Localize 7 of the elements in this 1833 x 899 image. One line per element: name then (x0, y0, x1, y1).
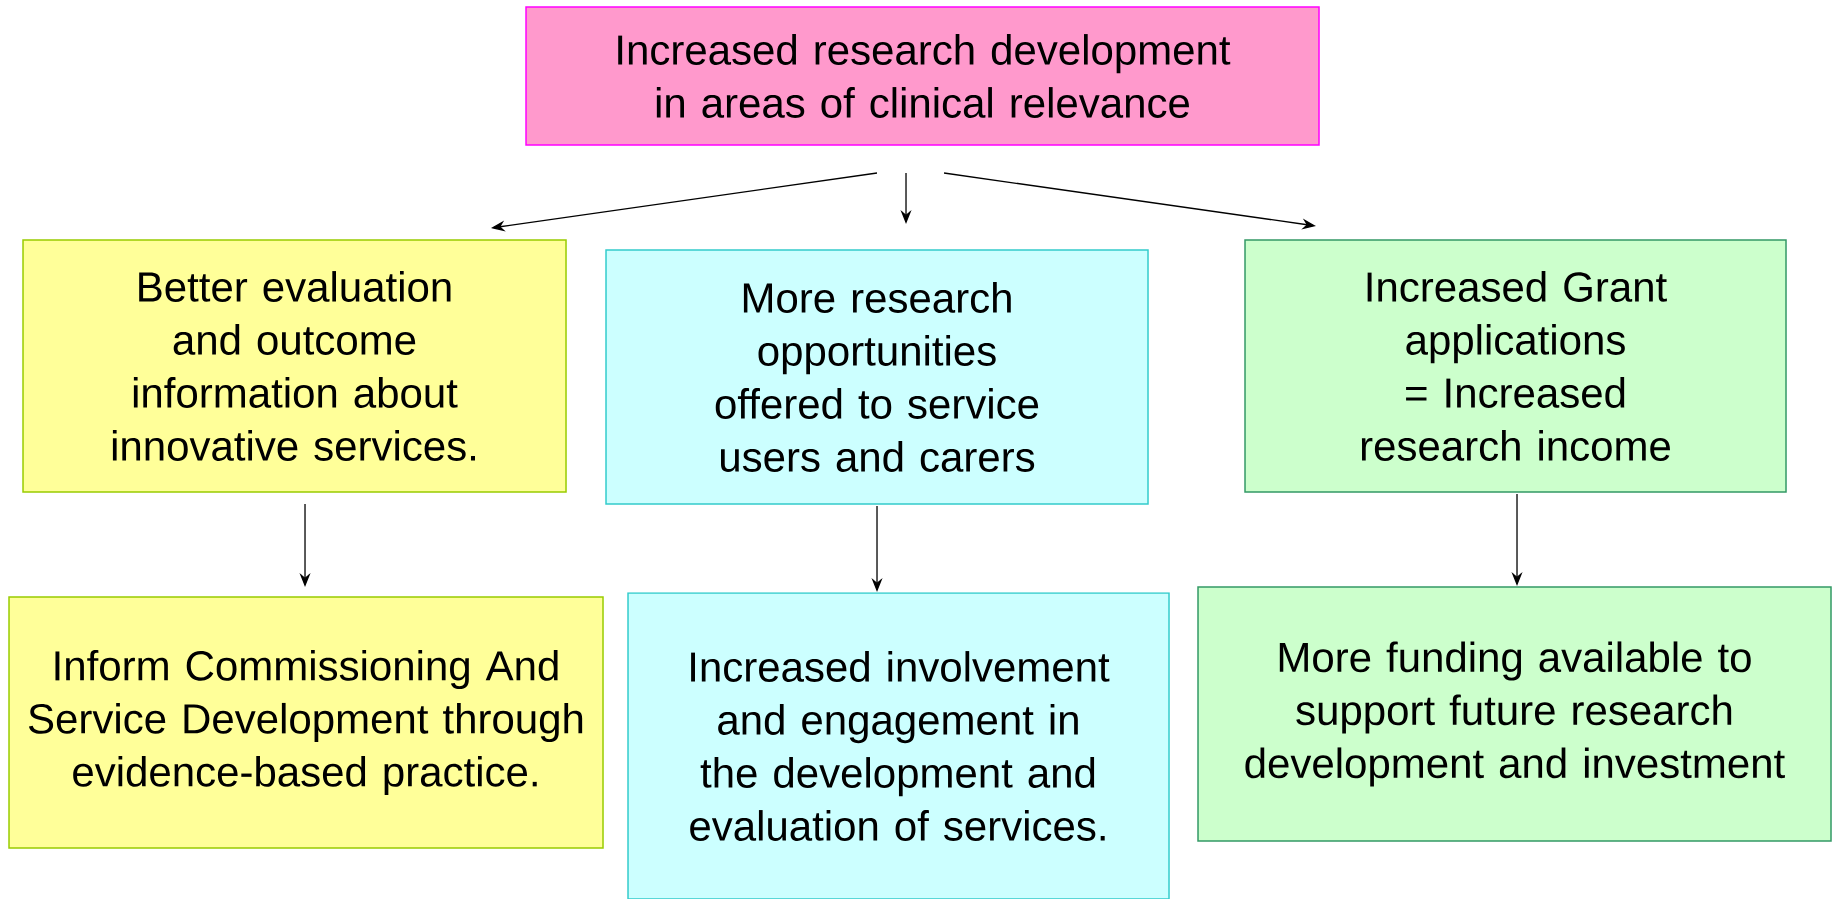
text-box: More funding available to support future research development and investment (1197, 586, 1832, 842)
text-box: Increased research development in areas of clinical relevance (525, 6, 1320, 146)
text-box: Inform Commissioning And Service Development through evidence-based practice. (8, 596, 604, 849)
text-box: Better evaluation and outcome information about innovative services. (22, 239, 567, 493)
text-box: More research opportunities offered to service users and carers (605, 249, 1149, 505)
text-box: Increased involvement and engagement in the development and evaluation of services. (627, 592, 1170, 899)
text-box: Increased Grant applications = Increased research income (1244, 239, 1787, 493)
